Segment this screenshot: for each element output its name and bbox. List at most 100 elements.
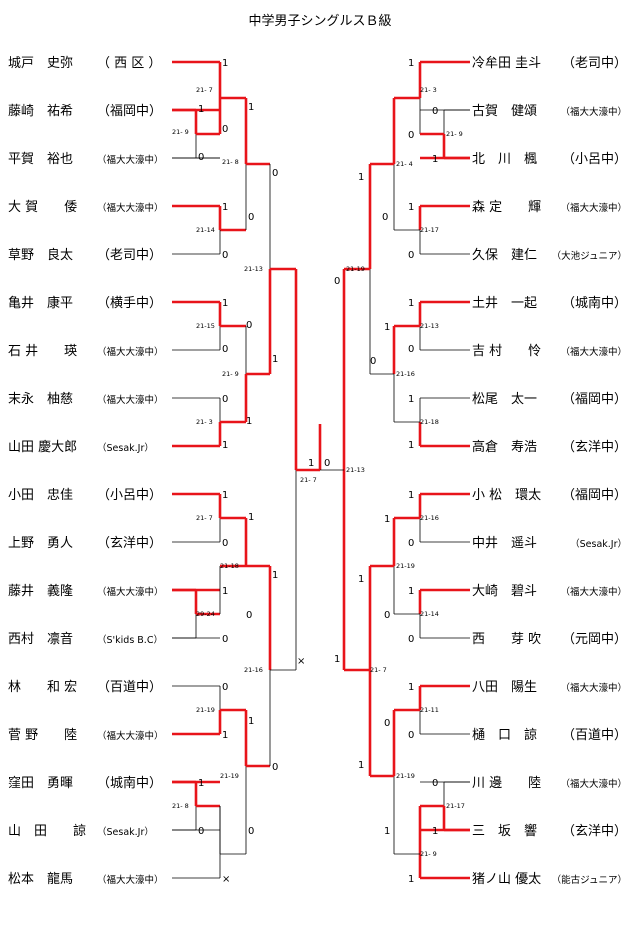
- win-mark: 1: [222, 586, 228, 597]
- loss-mark: 0: [222, 394, 228, 405]
- left-player-team: （S'kids B.C）: [97, 634, 163, 646]
- loss-mark: 0: [198, 152, 204, 163]
- match-score: 21-19: [196, 706, 215, 714]
- win-mark: 1: [384, 322, 390, 333]
- loss-mark: 0: [248, 826, 254, 837]
- win-mark: 1: [248, 102, 254, 113]
- left-player-name: 林 和 宏: [8, 680, 77, 695]
- left-player-name: 上野 勇人: [8, 536, 73, 551]
- match-score: 21-18: [420, 418, 439, 426]
- right-player-name: 大崎 碧斗: [472, 584, 537, 599]
- left-player-team: （百道中）: [97, 680, 162, 695]
- loss-mark: 0: [370, 356, 376, 367]
- right-player-name: 高倉 寿浩: [472, 439, 537, 455]
- loss-mark: 0: [408, 634, 414, 645]
- right-player-team: （老司中）: [562, 56, 627, 71]
- loss-mark: 0: [382, 212, 388, 223]
- win-mark: 1: [358, 760, 364, 771]
- loss-mark: 0: [222, 250, 228, 261]
- right-player-name: 西 芽 吹: [472, 632, 541, 647]
- loss-mark: 0: [432, 106, 438, 117]
- win-mark: 1: [408, 490, 414, 501]
- match-score: 21-17: [446, 802, 465, 810]
- match-score: 21-13: [420, 322, 439, 330]
- match-score: 21-19: [346, 265, 365, 273]
- loss-mark: 0: [272, 762, 278, 773]
- match-score: 21- 3: [420, 86, 437, 94]
- match-score: 21-16: [420, 514, 439, 522]
- right-player-name: 北 川 楓: [472, 152, 537, 167]
- win-mark: 1: [246, 416, 252, 427]
- right-player-name: 三 坂 響: [472, 823, 537, 839]
- left-player-team: （ 西 区 ）: [97, 56, 161, 71]
- left-player-name: 小田 忠佳: [8, 488, 73, 503]
- win-mark: 1: [222, 298, 228, 309]
- left-player-name: 末永 柚慈: [8, 392, 73, 407]
- match-score: 21- 8: [222, 158, 239, 166]
- left-player-team: （福大大濠中）: [97, 394, 164, 406]
- win-mark: 1: [408, 440, 414, 451]
- right-player-team: （福大大濠中）: [560, 778, 627, 790]
- match-score: 21-18: [220, 562, 239, 570]
- win-mark: 1: [408, 874, 414, 885]
- match-score: 21-15: [196, 322, 215, 330]
- left-player-team: （小呂中）: [97, 488, 162, 503]
- right-player-team: （福大大濠中）: [560, 106, 627, 118]
- right-player-name: 川 邊 陸: [472, 775, 541, 791]
- left-player-name: 松本 龍馬: [8, 871, 73, 887]
- walkover-mark: ×: [222, 874, 230, 885]
- left-player-name: 城戸 史弥: [8, 55, 73, 71]
- win-mark: 1: [384, 514, 390, 525]
- right-player-team: （玄洋中）: [562, 440, 627, 455]
- left-player-name: 平賀 裕也: [8, 152, 73, 167]
- match-score: 21- 4: [396, 160, 413, 168]
- right-player-team: （福岡中）: [562, 392, 627, 407]
- match-score: 21- 9: [172, 128, 189, 136]
- loss-mark: 0: [384, 718, 390, 729]
- loss-mark: 0: [222, 538, 228, 549]
- left-player-team: （老司中）: [97, 248, 162, 263]
- win-mark: 1: [222, 490, 228, 501]
- right-player-name: 冷牟田 圭斗: [472, 56, 541, 71]
- loss-mark: 0: [408, 344, 414, 355]
- loss-mark: 0: [408, 730, 414, 741]
- win-mark: 1: [198, 778, 204, 789]
- right-player-team: （元岡中）: [562, 632, 627, 647]
- loss-mark: 0: [222, 682, 228, 693]
- match-score: 21-19: [396, 562, 415, 570]
- loss-mark: 0: [432, 778, 438, 789]
- left-player-team: （Sesak.Jr）: [97, 826, 154, 838]
- loss-mark: 0: [222, 124, 228, 135]
- loss-mark: 0: [246, 610, 252, 621]
- loss-mark: 0: [408, 130, 414, 141]
- right-player-name: 久保 建仁: [472, 248, 537, 263]
- left-player-team: （横手中）: [97, 296, 162, 311]
- left-player-team: （福大大濠中）: [97, 874, 164, 886]
- loss-mark: 0: [384, 610, 390, 621]
- left-player-name: 窪田 勇暉: [8, 775, 73, 791]
- left-player-team: （福大大濠中）: [97, 154, 164, 166]
- right-player-team: （能古ジュニア）: [552, 874, 627, 886]
- left-player-name: 草野 良太: [8, 247, 73, 263]
- match-score: 21-11: [420, 706, 439, 714]
- win-mark: 1: [222, 730, 228, 741]
- loss-mark: 0: [222, 634, 228, 645]
- win-mark: 1: [198, 104, 204, 115]
- loss-mark: 0: [272, 168, 278, 179]
- right-player-team: （小呂中）: [562, 152, 627, 167]
- loss-mark: 0: [198, 826, 204, 837]
- match-score: 21-14: [196, 226, 215, 234]
- walkover-mark: ×: [297, 656, 305, 667]
- right-player-team: （大池ジュニア）: [552, 250, 627, 262]
- left-player-name: 石 井 瑛: [8, 344, 77, 359]
- win-mark: 1: [222, 440, 228, 451]
- left-player-name: 藤崎 祐希: [8, 104, 73, 119]
- match-score: 21-13: [244, 265, 263, 273]
- left-player-name: 大 賀 倭: [8, 200, 77, 215]
- win-mark: 1: [384, 826, 390, 837]
- right-player-team: （福大大濠中）: [560, 346, 627, 358]
- win-mark: 1: [408, 58, 414, 69]
- right-player-name: 土井 一起: [472, 296, 537, 311]
- win-mark: 1: [358, 172, 364, 183]
